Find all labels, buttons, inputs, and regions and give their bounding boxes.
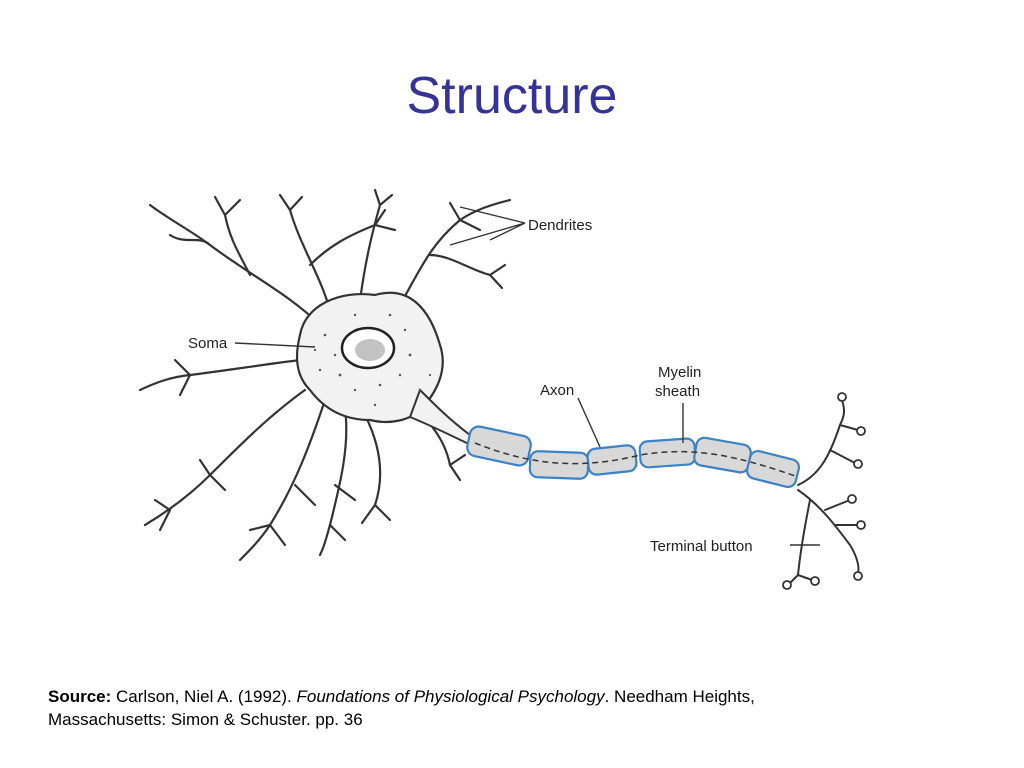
label-terminal-button: Terminal button [650,538,753,555]
label-myelin-line1: Myelin [658,364,701,381]
label-soma: Soma [188,335,228,352]
citation-location: Massachusetts: Simon & Schuster. pp. 36 [48,710,363,729]
neuron-diagram: Dendrites Soma Axon Myelin sheath Termin… [138,188,866,590]
citation-book-title: Foundations of Physiological Psychology [296,687,605,706]
terminal-buttons [782,392,866,590]
axon-hillock [408,388,477,450]
slide-title: Structure [406,67,618,125]
axon-core [474,442,799,478]
citation-publisher: . Needham Heights, [604,687,755,706]
dendrites-branches [138,188,512,562]
label-axon: Axon [540,382,574,399]
terminal-branches [789,399,860,584]
citation-authors: Carlson, Niel A. (1992). [116,687,292,706]
soma-texture [313,313,432,407]
nucleolus [355,339,385,361]
label-dendrites: Dendrites [528,217,592,234]
citation-label: Source: [48,687,112,706]
citation: Source: Carlson, Niel A. (1992). Foundat… [48,685,988,731]
leader-lines [234,206,820,546]
label-myelin-line2: sheath [655,383,700,400]
